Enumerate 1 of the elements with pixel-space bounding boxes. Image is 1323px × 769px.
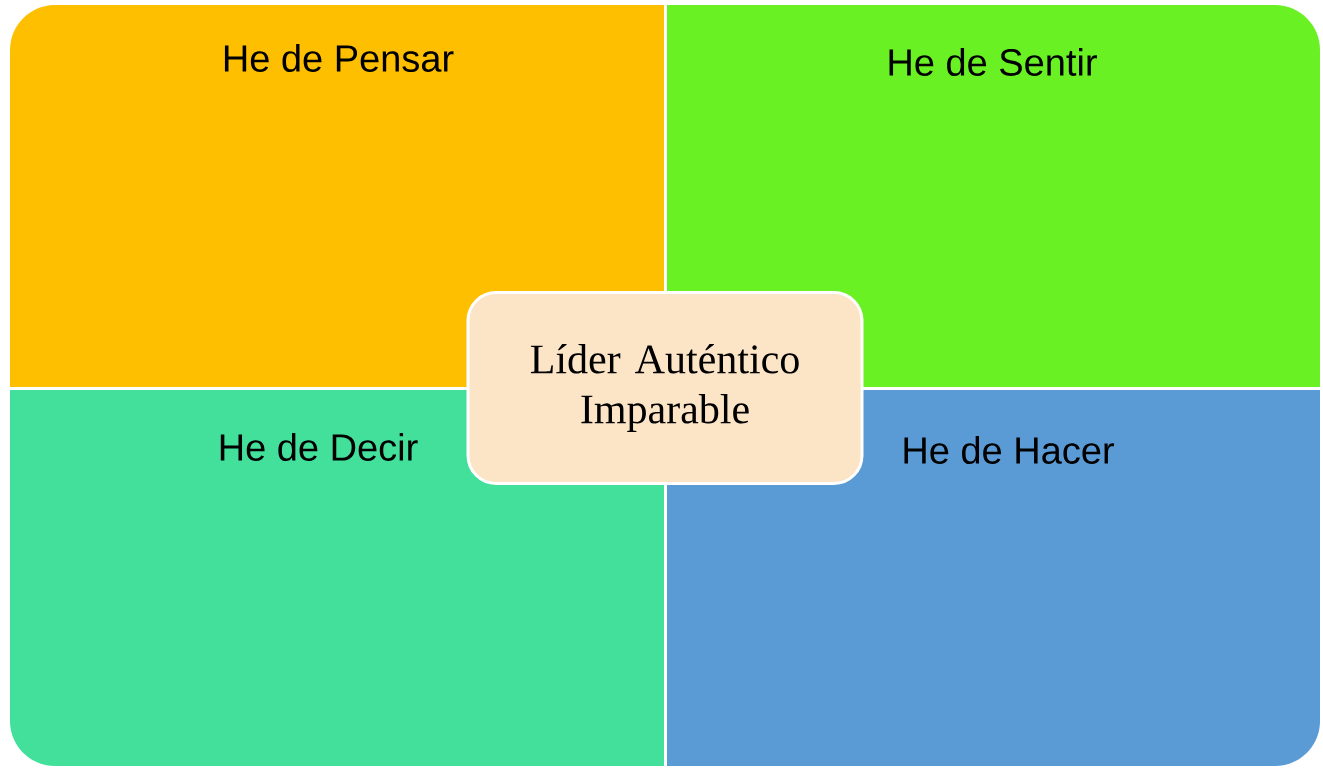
- center-box: Líder Auténtico Imparable: [466, 291, 864, 485]
